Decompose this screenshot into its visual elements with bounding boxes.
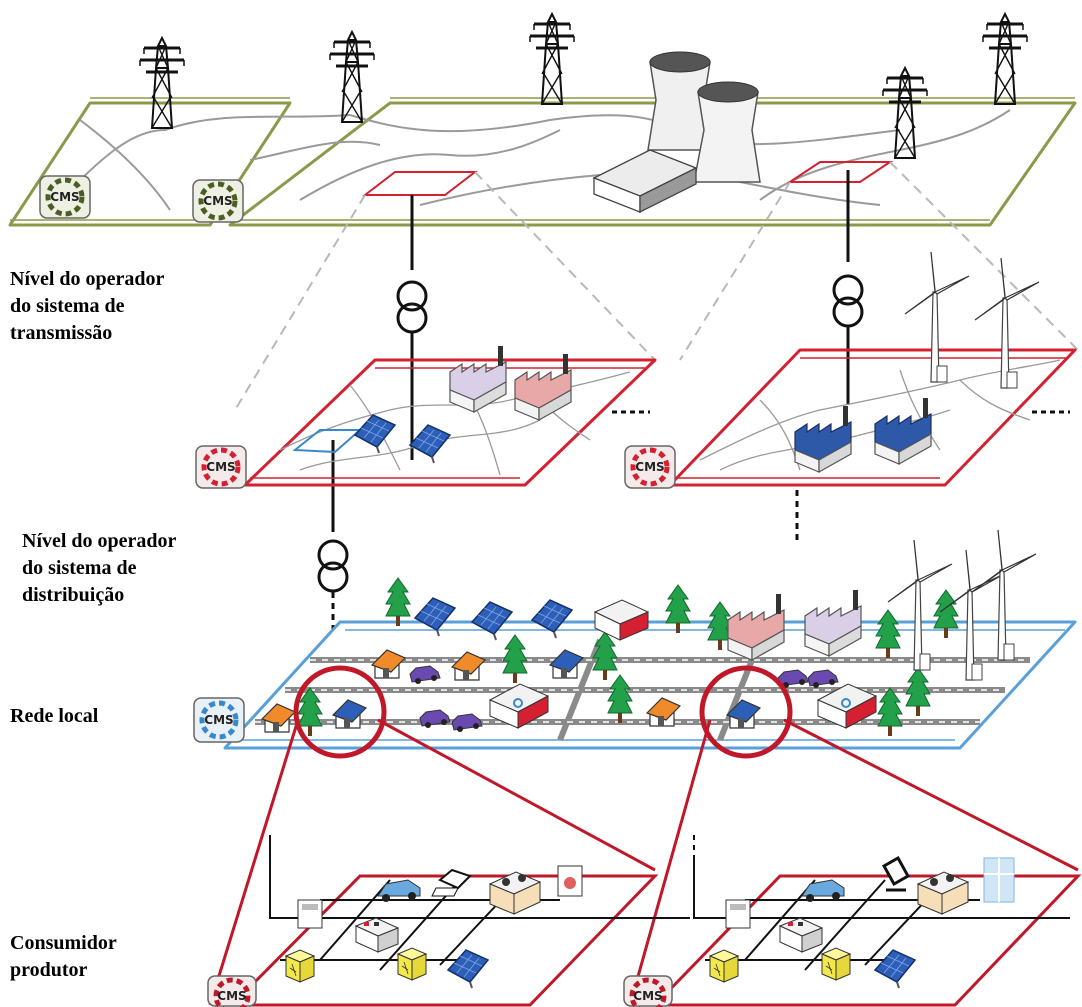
cms-label: CMS (635, 460, 664, 474)
tree-icon (385, 577, 411, 627)
inverter-icon (285, 949, 315, 983)
wind-turbine-icon (974, 257, 1040, 389)
cms-prosumer-left: CMS (207, 975, 257, 1007)
local-grid-label: Rede local (10, 705, 99, 727)
laptop-icon (431, 868, 472, 897)
building-icon (593, 599, 650, 641)
meter-icon (297, 899, 323, 929)
distribution-level: CMS CMS (195, 251, 1077, 489)
cms-label: CMS (206, 460, 235, 474)
prosumer-level-label: Consumidor produtor (10, 932, 117, 981)
pylon-icon (981, 12, 1029, 106)
solar-panel-icon (409, 424, 451, 464)
wind-turbine-icon (904, 251, 970, 383)
transformer-icon (317, 539, 349, 593)
solar-panel-icon (447, 949, 489, 989)
transformer-icon (396, 280, 428, 334)
transmission-plane-right (228, 101, 1077, 227)
car-icon (801, 879, 845, 902)
prosumer-level-left: CMS (207, 835, 690, 1007)
heat-pump-icon (488, 871, 542, 915)
zoom-circle-left (293, 665, 387, 759)
factory-icon (874, 397, 932, 465)
charging-station-icon (816, 683, 878, 729)
distribution-plane-left (243, 358, 657, 487)
cms-transmission-right: CMS (192, 179, 244, 223)
inverter-icon (397, 947, 427, 981)
battery-icon (778, 917, 824, 953)
power-plant-icon (592, 51, 761, 214)
charging-station-icon (488, 683, 550, 729)
factory-icon (794, 405, 852, 473)
transmission-level-label: Nível do operador do sistema de transmis… (10, 268, 165, 344)
pylon-icon (881, 66, 929, 160)
factory-icon (514, 353, 572, 421)
cms-label: CMS (633, 989, 662, 1003)
meter-icon (725, 899, 751, 929)
pylon-icon (528, 12, 576, 106)
inverter-icon (821, 947, 851, 981)
pylon-icon (138, 36, 186, 130)
zoom-circle-right (699, 665, 793, 759)
battery-icon (354, 917, 400, 953)
cms-distribution-right: CMS (624, 445, 676, 489)
cms-local: CMS (193, 697, 245, 743)
car-icon (377, 879, 421, 902)
inverter-icon (709, 949, 739, 983)
distribution-plane-right (668, 348, 1077, 487)
solar-panel-icon (874, 949, 916, 989)
fridge-icon (983, 857, 1015, 903)
projection-lines (234, 161, 1079, 411)
local-grid-level: CMS (193, 529, 1077, 750)
cms-transmission-left: CMS (39, 175, 91, 219)
transmission-plane-left (8, 101, 292, 227)
local-grid-plane (223, 620, 1077, 750)
cms-label: CMS (50, 190, 79, 204)
distribution-level-label: Nível do operador do sistema de distribu… (22, 530, 177, 606)
cms-label: CMS (203, 194, 232, 208)
cms-label: CMS (217, 989, 246, 1003)
washing-machine-icon (557, 865, 583, 897)
cms-label: CMS (204, 713, 233, 727)
monitor-icon (881, 855, 911, 892)
cms-distribution-left: CMS (195, 445, 247, 489)
prosumer-level-right: CMS (623, 835, 1082, 1007)
cms-prosumer-right: CMS (623, 975, 673, 1007)
heat-pump-icon (916, 871, 970, 915)
zoom-callouts (208, 665, 1079, 1006)
transmission-lines (59, 109, 1011, 211)
transmission-level: CMS CMS (8, 12, 1077, 227)
pylon-icon (328, 30, 376, 124)
transformer-icon (832, 274, 864, 328)
